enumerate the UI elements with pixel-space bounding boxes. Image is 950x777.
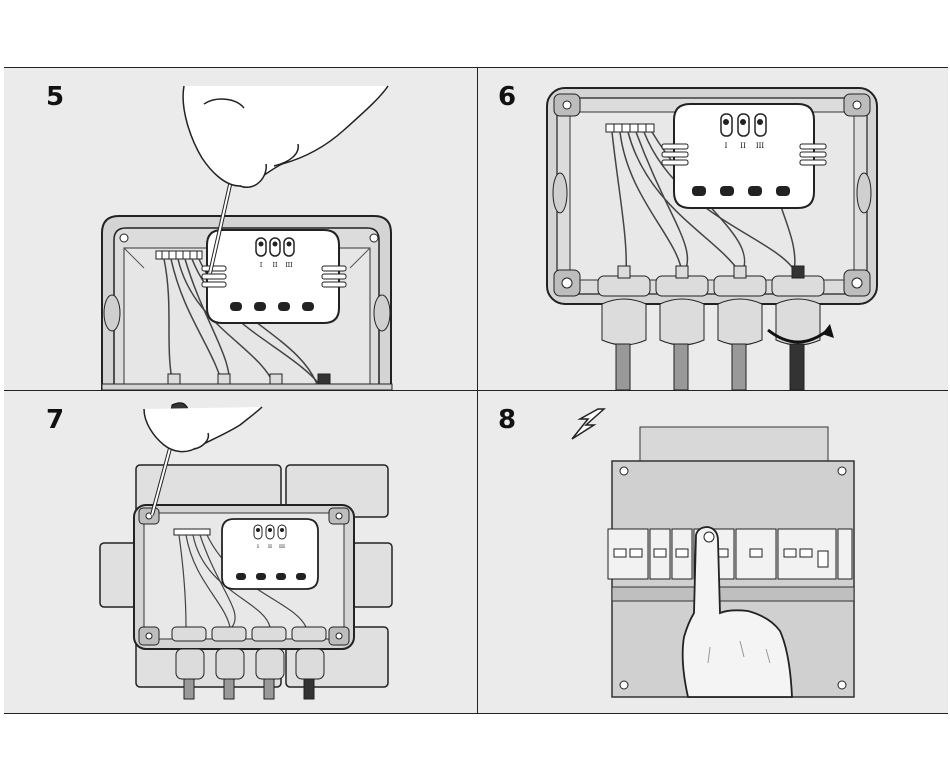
switch-label: I xyxy=(725,142,728,150)
junction-box-open-illustration: I II III xyxy=(4,68,477,390)
instruction-grid: 5 xyxy=(4,67,948,714)
hand-icon xyxy=(183,86,388,187)
step-7-panel: 7 xyxy=(4,391,477,713)
circuit-breakers xyxy=(608,529,852,579)
hand-icon xyxy=(144,407,262,452)
switch-label: III xyxy=(279,544,285,550)
switch-label: II xyxy=(268,544,272,550)
control-module: I II III xyxy=(202,230,346,323)
control-module: I II III xyxy=(662,104,826,208)
breaker-panel-illustration xyxy=(478,391,948,713)
step-5-panel: 5 xyxy=(4,68,477,390)
junction-box-glands-illustration: I II III xyxy=(478,68,948,390)
switch-label: III xyxy=(285,262,293,269)
switch-label: III xyxy=(756,142,765,150)
switch-label: I xyxy=(257,544,259,550)
switch-label: II xyxy=(740,142,746,150)
junction-box-wall-mount-illustration: I II III xyxy=(4,391,477,713)
lightning-icon xyxy=(572,409,604,439)
terminal-strip xyxy=(156,251,202,259)
step-8-panel: 8 xyxy=(478,391,948,713)
switch-label: II xyxy=(273,262,278,269)
control-module: I II III xyxy=(222,519,318,589)
step-6-panel: 6 xyxy=(478,68,948,390)
panel-divider-horizontal xyxy=(4,390,948,391)
